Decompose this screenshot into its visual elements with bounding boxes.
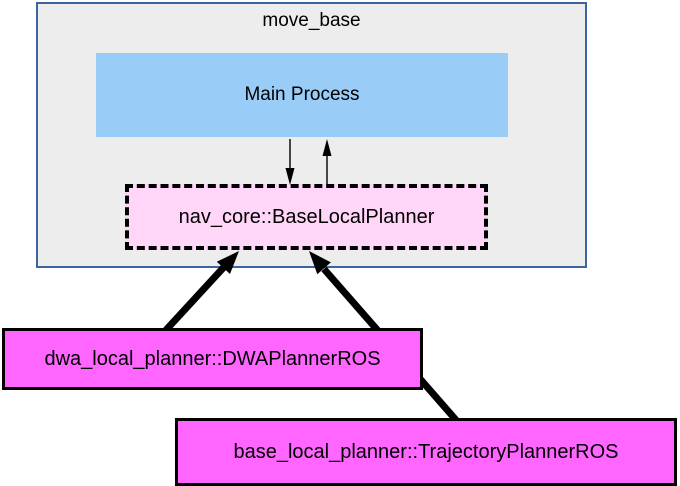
node-base-local-planner-interface: nav_core::BaseLocalPlanner: [125, 184, 488, 250]
node-dwa-planner-ros: dwa_local_planner::DWAPlannerROS: [2, 328, 423, 390]
node-trajectory-planner-label: base_local_planner::TrajectoryPlannerROS: [233, 440, 619, 463]
node-dwa-planner-label: dwa_local_planner::DWAPlannerROS: [44, 347, 381, 370]
node-trajectory-planner-ros: base_local_planner::TrajectoryPlannerROS: [175, 418, 677, 486]
node-main-process: Main Process: [96, 53, 508, 137]
move-base-title: move_base: [262, 10, 361, 31]
node-interface-label: nav_core::BaseLocalPlanner: [178, 205, 435, 228]
node-main-process-label: Main Process: [244, 84, 360, 105]
